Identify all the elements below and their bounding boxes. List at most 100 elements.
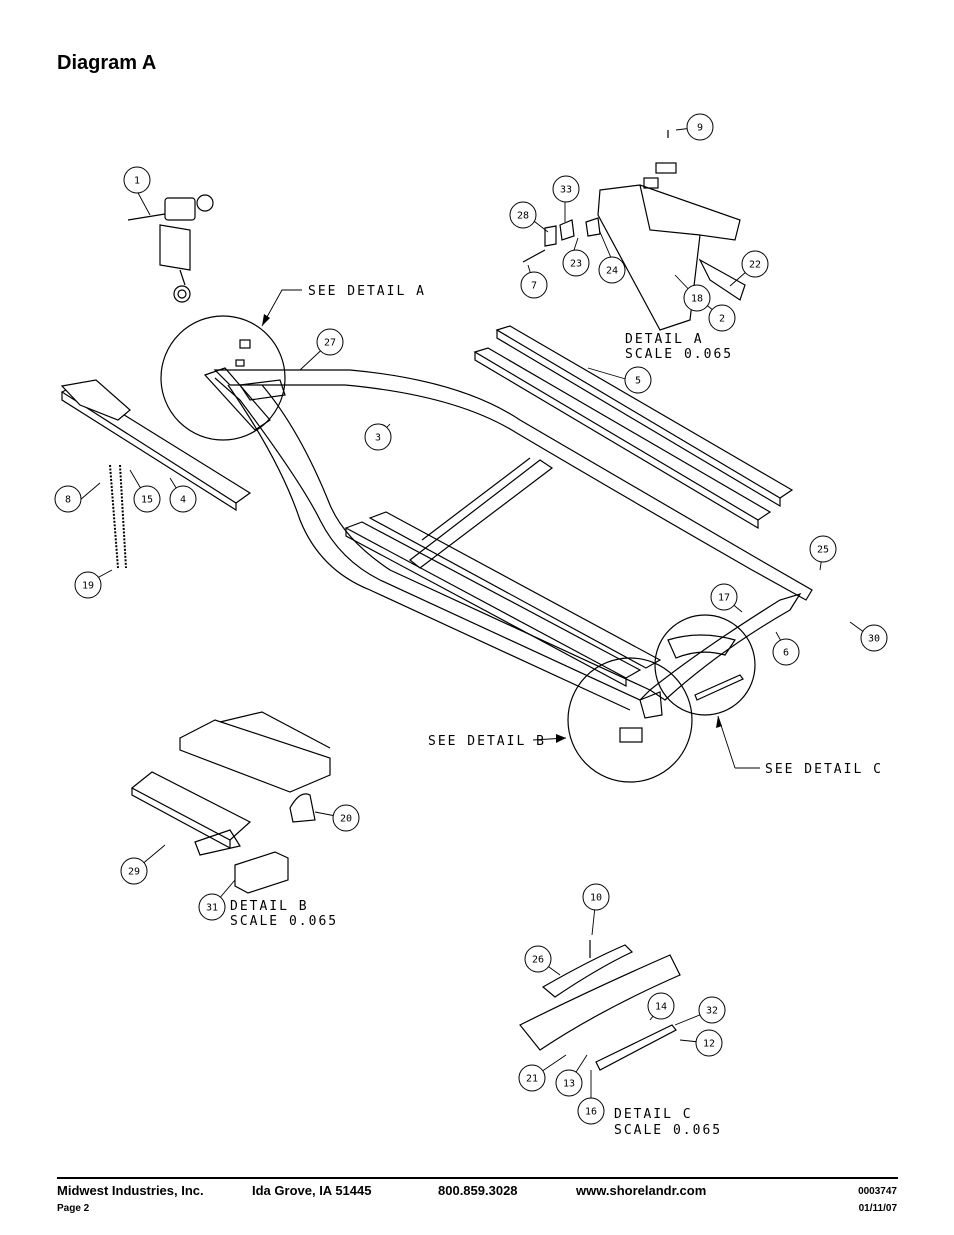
detail-c-circle [654, 614, 756, 716]
detail-a-exploded [522, 130, 746, 331]
part-number-12: 12 [703, 1039, 715, 1050]
part-balloon-10: 10 [582, 883, 610, 911]
see-detail-b-label: SEE DETAIL B [428, 734, 546, 749]
part-balloon-20: 20 [332, 804, 360, 832]
winch-assembly [127, 194, 214, 303]
part-balloon-circle [54, 485, 82, 513]
part-balloon-6: 6 [772, 638, 800, 666]
part-balloon-circle [695, 1029, 723, 1057]
part-balloon-circle [647, 992, 675, 1020]
detail-b-title: DETAIL B [230, 899, 309, 914]
part-number-14: 14 [655, 1002, 667, 1013]
footer-website: www.shorelandr.com [576, 1183, 707, 1198]
detail-a-title: DETAIL A [625, 332, 704, 347]
part-balloon-21: 21 [518, 1064, 546, 1092]
part-balloon-circle [860, 624, 888, 652]
part-balloon-circle [582, 883, 610, 911]
part-balloon-circle [598, 256, 626, 284]
part-balloon-15: 15 [133, 485, 161, 513]
part-balloon-18: 18 [683, 284, 711, 312]
part-number-29: 29 [128, 867, 140, 878]
part-balloon-circle [710, 583, 738, 611]
part-balloon-circle [123, 166, 151, 194]
part-number-24: 24 [606, 266, 618, 277]
leader-lines [79, 126, 873, 1111]
part-balloon-circle [509, 201, 537, 229]
detail-a-scale: SCALE 0.065 [625, 347, 733, 362]
part-balloon-circle [364, 423, 392, 451]
part-number-16: 16 [585, 1107, 597, 1118]
part-balloon-circle [555, 1069, 583, 1097]
part-balloon-28: 28 [509, 201, 537, 229]
part-number-2: 2 [719, 314, 725, 325]
detail-c-exploded [519, 940, 681, 1071]
safety-chains [109, 464, 127, 569]
part-balloon-29: 29 [120, 857, 148, 885]
bunk-boards [344, 325, 794, 688]
leader-arrowheads [262, 314, 722, 743]
footer-doc-number: 0003747 [858, 1186, 897, 1197]
part-number-33: 33 [560, 185, 572, 196]
part-number-7: 7 [531, 281, 537, 292]
part-balloon-circle [809, 535, 837, 563]
part-balloon-circle [316, 328, 344, 356]
part-number-4: 4 [180, 495, 186, 506]
part-number-32: 32 [706, 1006, 718, 1017]
part-number-31: 31 [206, 903, 218, 914]
part-balloon-31: 31 [198, 893, 226, 921]
part-number-5: 5 [635, 376, 641, 387]
detail-b-scale: SCALE 0.065 [230, 914, 338, 929]
part-balloon-circle [169, 485, 197, 513]
part-balloon-13: 13 [555, 1069, 583, 1097]
part-balloons: 1234567891012131415161718192021222324252… [54, 113, 888, 1125]
part-balloon-8: 8 [54, 485, 82, 513]
part-balloon-circle [332, 804, 360, 832]
part-balloon-23: 23 [562, 249, 590, 277]
part-number-30: 30 [868, 634, 880, 645]
part-number-15: 15 [141, 495, 153, 506]
part-balloon-circle [698, 996, 726, 1024]
part-balloon-26: 26 [524, 945, 552, 973]
part-balloon-24: 24 [598, 256, 626, 284]
part-number-28: 28 [517, 211, 529, 222]
part-balloon-5: 5 [624, 366, 652, 394]
part-balloon-circle [708, 304, 736, 332]
footer-rule [57, 1177, 898, 1179]
roller-block [619, 727, 643, 743]
see-detail-a-label: SEE DETAIL A [308, 284, 426, 299]
part-balloon-30: 30 [860, 624, 888, 652]
detail-c-scale: SCALE 0.065 [614, 1123, 722, 1138]
part-balloon-circle [74, 571, 102, 599]
part-balloon-circle [120, 857, 148, 885]
part-balloon-14: 14 [647, 992, 675, 1020]
part-number-1: 1 [134, 176, 140, 187]
part-balloon-circle [686, 113, 714, 141]
part-number-20: 20 [340, 814, 352, 825]
part-number-25: 25 [817, 545, 829, 556]
part-number-27: 27 [324, 338, 336, 349]
part-balloon-16: 16 [577, 1097, 605, 1125]
part-number-17: 17 [718, 593, 730, 604]
part-balloon-circle [552, 175, 580, 203]
detail-b-circle [567, 657, 693, 783]
detail-c-title: DETAIL C [614, 1107, 693, 1122]
detail-b-exploded [130, 711, 331, 894]
part-balloon-circle [518, 1064, 546, 1092]
part-balloon-circle [772, 638, 800, 666]
part-balloon-circle [524, 945, 552, 973]
detail-a-circle [160, 315, 286, 441]
part-number-22: 22 [749, 260, 761, 271]
part-balloon-circle [577, 1097, 605, 1125]
part-number-26: 26 [532, 955, 544, 966]
part-number-8: 8 [65, 495, 71, 506]
part-balloon-33: 33 [552, 175, 580, 203]
footer-city: Ida Grove, IA 51445 [252, 1183, 372, 1198]
page-title: Diagram A [57, 52, 157, 74]
part-balloon-7: 7 [520, 271, 548, 299]
footer-page: Page 2 [57, 1203, 90, 1214]
part-number-6: 6 [783, 648, 789, 659]
part-number-10: 10 [590, 893, 602, 904]
part-number-18: 18 [691, 294, 703, 305]
part-balloon-circle [624, 366, 652, 394]
